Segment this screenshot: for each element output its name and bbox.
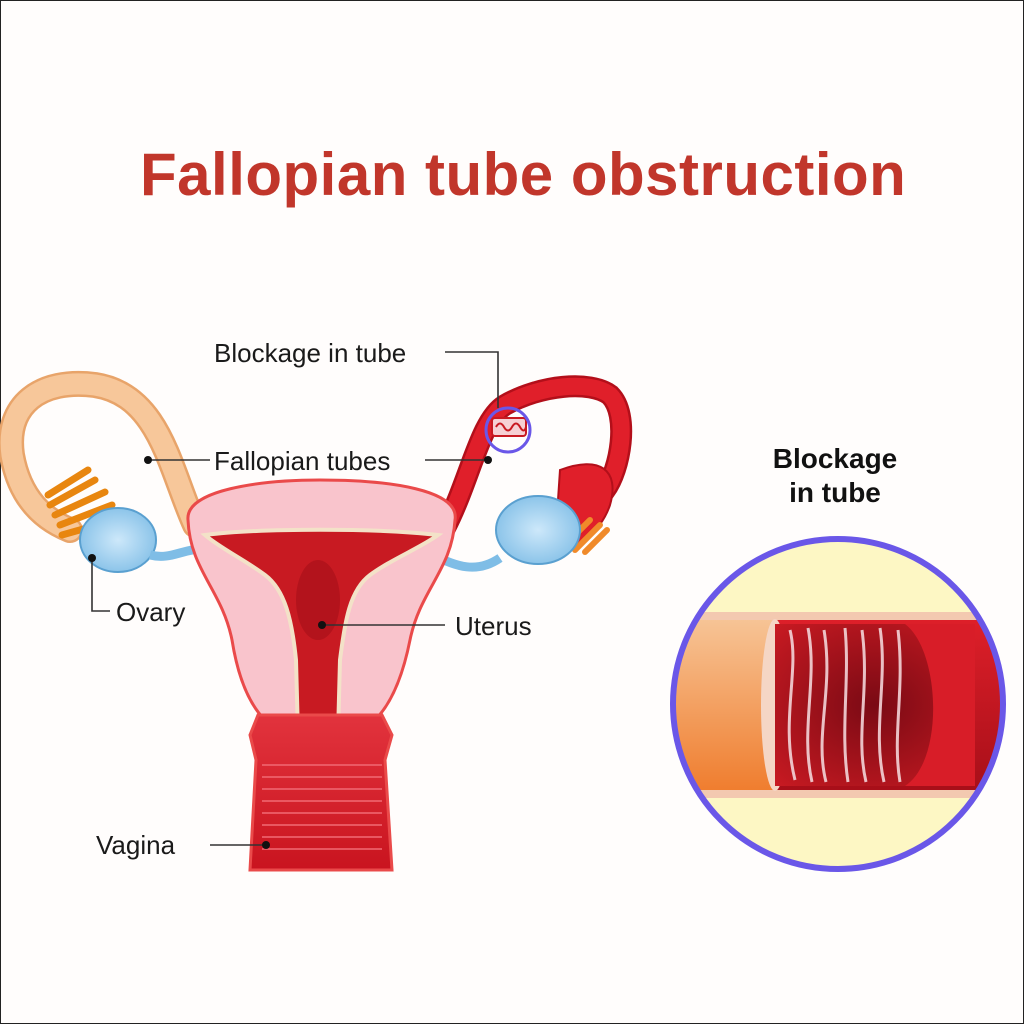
label-fallopian-tubes: Fallopian tubes xyxy=(214,446,391,476)
blockage-marker xyxy=(484,406,532,454)
leader-lines xyxy=(91,351,499,846)
vagina xyxy=(248,713,394,872)
vaginal-rugae xyxy=(262,764,382,850)
inset-title-line1: Blockage xyxy=(772,443,898,474)
label-vagina: Vagina xyxy=(96,830,176,860)
left-ovary xyxy=(79,507,157,573)
label-blockage-in-tube: Blockage in tube xyxy=(214,338,407,368)
right-ovary xyxy=(495,495,581,565)
page-title: Fallopian tube obstruction xyxy=(140,141,907,208)
label-ovary: Ovary xyxy=(116,597,186,627)
inset-title-line2: in tube xyxy=(789,477,881,508)
blockage-inset xyxy=(670,536,1006,872)
leader-dots xyxy=(88,456,492,849)
label-uterus: Uterus xyxy=(455,611,532,641)
inset-title: Blockage in tube xyxy=(730,442,940,510)
